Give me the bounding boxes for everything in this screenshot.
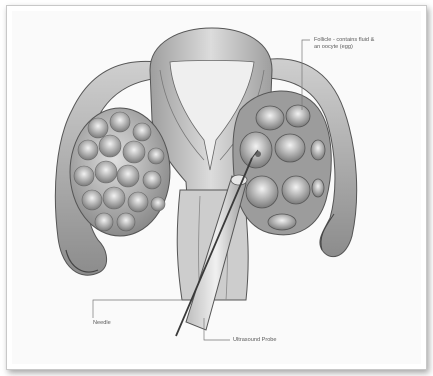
needle-label: Needle [93,320,111,327]
left-ovary [70,108,170,236]
follicle-label-line-1: Follicle - contains fluid & [314,37,374,44]
needle-leader-line [93,300,182,318]
follicle-label-line-2: an oocyte (egg) [314,44,353,51]
oocyte [255,151,261,157]
probe-label: Ultrasound Probe [233,337,277,344]
right-ovary [233,91,331,235]
